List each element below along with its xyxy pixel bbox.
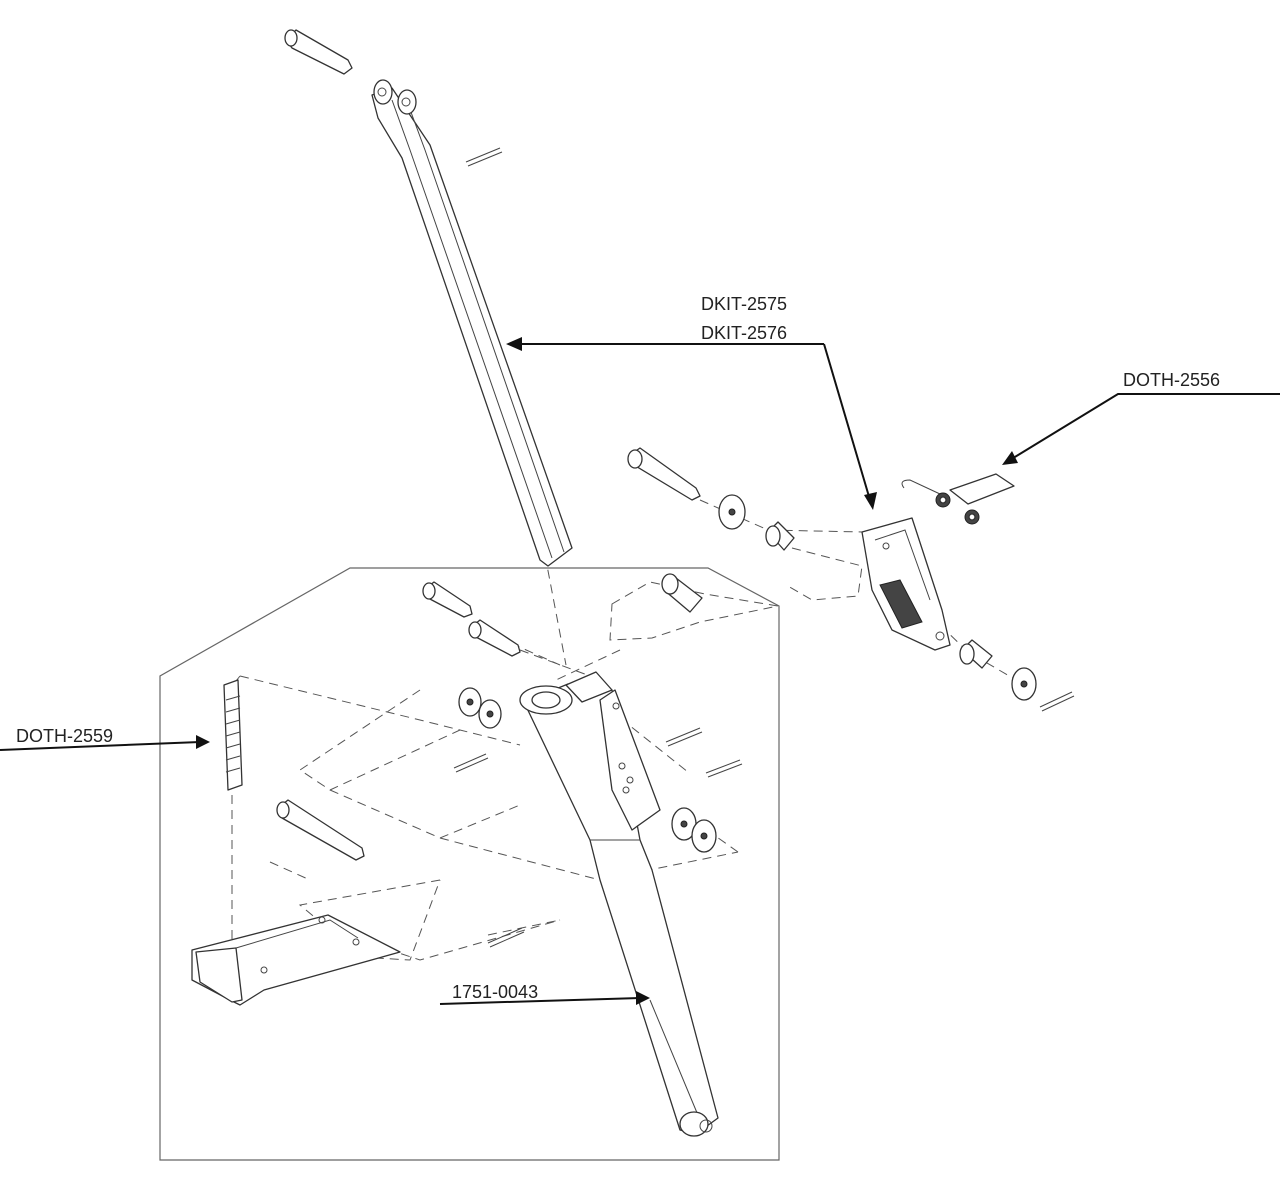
washers-right bbox=[671, 807, 717, 853]
lower-pin bbox=[276, 799, 365, 861]
spring-rod bbox=[223, 679, 243, 791]
lift-link-arm bbox=[371, 79, 573, 567]
inset-bushing bbox=[661, 573, 703, 613]
washers-left bbox=[458, 687, 502, 729]
hydraulic-cylinder bbox=[519, 671, 719, 1137]
callout-kit-b: DKIT-2576 bbox=[701, 323, 787, 343]
base-mount-bracket bbox=[191, 914, 401, 1006]
top-clevis-pin bbox=[284, 29, 353, 75]
callout-leaders bbox=[0, 337, 1280, 1005]
spring-clip-assembly bbox=[901, 473, 1015, 525]
washer-bushing-lower bbox=[959, 639, 1037, 701]
callout-cylinder: 1751-0043 bbox=[452, 982, 538, 1002]
callout-spring: DOTH-2559 bbox=[16, 726, 113, 746]
callout-kit-a: DKIT-2575 bbox=[701, 294, 787, 314]
inset-pins bbox=[422, 581, 521, 657]
inset-frame bbox=[159, 567, 780, 1161]
cotter-pins bbox=[453, 147, 1075, 948]
callout-spring-clip: DOTH-2556 bbox=[1123, 370, 1220, 390]
latch-bracket bbox=[861, 517, 951, 651]
washer-bushing-upper bbox=[718, 494, 795, 551]
pivot-pin bbox=[627, 447, 701, 501]
